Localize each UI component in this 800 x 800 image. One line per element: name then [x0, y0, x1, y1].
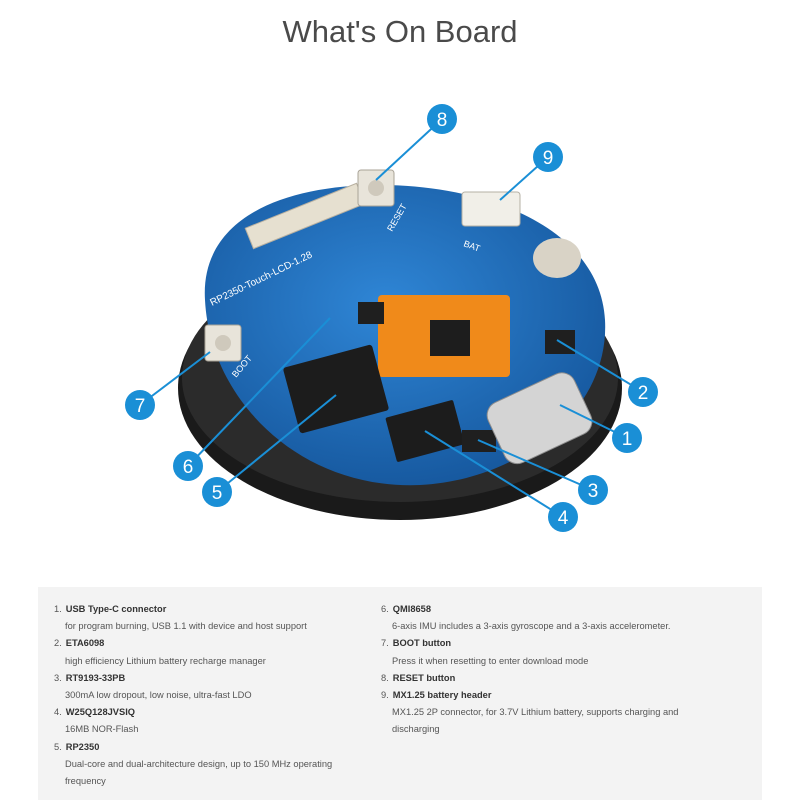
svg-text:7: 7	[135, 396, 146, 417]
legend-item-number: 4.	[54, 707, 62, 718]
legend-item-name: RESET button	[392, 672, 456, 683]
legend-item-name: USB Type-C connector	[65, 604, 167, 614]
legend-item-description: 6-axis IMU includes a 3-axis gyroscope a…	[392, 621, 671, 632]
callout-3: 3	[578, 475, 608, 505]
legend-item-number: 6.	[381, 604, 389, 614]
callout-4: 4	[548, 502, 578, 532]
callout-5: 5	[202, 477, 232, 507]
legend-item-description: for program burning, USB 1.1 with device…	[65, 621, 307, 632]
legend-item-title: 6.QMI8658	[381, 601, 701, 618]
legend-item-title: 3.RT9193-33PB	[54, 670, 354, 687]
legend-item: 8.RESET button	[381, 670, 701, 687]
page-title: What's On Board	[282, 14, 518, 49]
legend-item-name: BOOT button	[392, 638, 452, 649]
legend-item-number: 7.	[381, 638, 389, 649]
svg-text:9: 9	[543, 148, 554, 169]
imu-chip	[430, 320, 470, 356]
legend-item: 6.QMI8658 6-axis IMU includes a 3-axis gy…	[381, 601, 701, 635]
small-chip	[358, 302, 384, 324]
svg-text:8: 8	[437, 110, 448, 131]
legend-item-title: 1.USB Type-C connector	[54, 601, 354, 618]
legend-item: 3.RT9193-33PB 300mA low dropout, low nois…	[54, 670, 354, 704]
legend-item-title: 8.RESET button	[381, 670, 701, 687]
svg-text:2: 2	[638, 383, 649, 404]
svg-text:1: 1	[622, 429, 633, 450]
callout-6: 6	[173, 451, 203, 481]
legend-item-description: Press it when resetting to enter downloa…	[392, 655, 589, 666]
callout-7: 7	[125, 390, 155, 420]
svg-text:5: 5	[212, 483, 223, 504]
svg-text:4: 4	[558, 508, 569, 529]
legend-item-description: high efficiency Lithium battery recharge…	[65, 655, 266, 666]
usb-c-part	[486, 372, 593, 465]
legend-item-description: 300mA low dropout, low noise, ultra-fast…	[65, 690, 252, 701]
legend-item: 1.USB Type-C connector for program burnin…	[54, 601, 354, 635]
callout-1: 1	[612, 423, 642, 453]
legend-item-name: MX1.25 battery header	[392, 690, 492, 701]
legend-item-number: 9.	[381, 690, 389, 701]
callout-2: 2	[628, 377, 658, 407]
legend-item-title: 5.RP2350	[54, 739, 354, 756]
legend-item-description: Dual-core and dual-architecture design, …	[65, 758, 333, 787]
legend-item-name: RP2350	[65, 741, 100, 752]
legend-column-right: 6.QMI8658 6-axis IMU includes a 3-axis gy…	[381, 601, 701, 739]
legend-item-number: 8.	[381, 672, 389, 683]
legend-item-number: 1.	[54, 604, 62, 614]
legend-item: 2.ETA6098 high efficiency Lithium battery…	[54, 635, 354, 669]
legend-item: 4.W25Q128JVSIQ 16MB NOR-Flash	[54, 704, 354, 738]
legend-item-number: 3.	[54, 672, 62, 683]
legend-column-left: 1.USB Type-C connector for program burnin…	[54, 601, 354, 790]
legend-item-number: 5.	[54, 741, 62, 752]
callout-8: 8	[427, 104, 457, 134]
callout-9: 9	[533, 142, 563, 172]
battery-header-part	[461, 191, 521, 227]
legend-item-name: W25Q128JVSIQ	[65, 707, 136, 718]
svg-text:6: 6	[183, 457, 194, 478]
legend-item-name: QMI8658	[392, 604, 432, 614]
battery-pad	[533, 238, 581, 278]
reset-button-cap	[368, 180, 384, 196]
legend-item-title: 4.W25Q128JVSIQ	[54, 704, 354, 721]
legend-item-description: 16MB NOR-Flash	[65, 724, 139, 735]
legend-item-name: ETA6098	[65, 638, 105, 649]
legend-item-description: MX1.25 2P connector, for 3.7V Lithium ba…	[392, 707, 679, 735]
legend-item-title: 7.BOOT button	[381, 635, 701, 652]
legend-item-title: 9.MX1.25 battery header	[381, 687, 701, 704]
legend-item-name: RT9193-33PB	[65, 672, 126, 683]
component-legend: 1.USB Type-C connector for program burnin…	[38, 587, 762, 800]
boot-button-cap	[215, 335, 231, 351]
legend-item-number: 2.	[54, 638, 62, 649]
legend-item-title: 2.ETA6098	[54, 635, 354, 652]
board-illustration: 1 2 3 4 5 6 7 8 9 RP2350-Touch-LCD-1.28 …	[125, 104, 658, 532]
rp2350-chip	[283, 344, 389, 434]
svg-text:3: 3	[588, 481, 599, 502]
